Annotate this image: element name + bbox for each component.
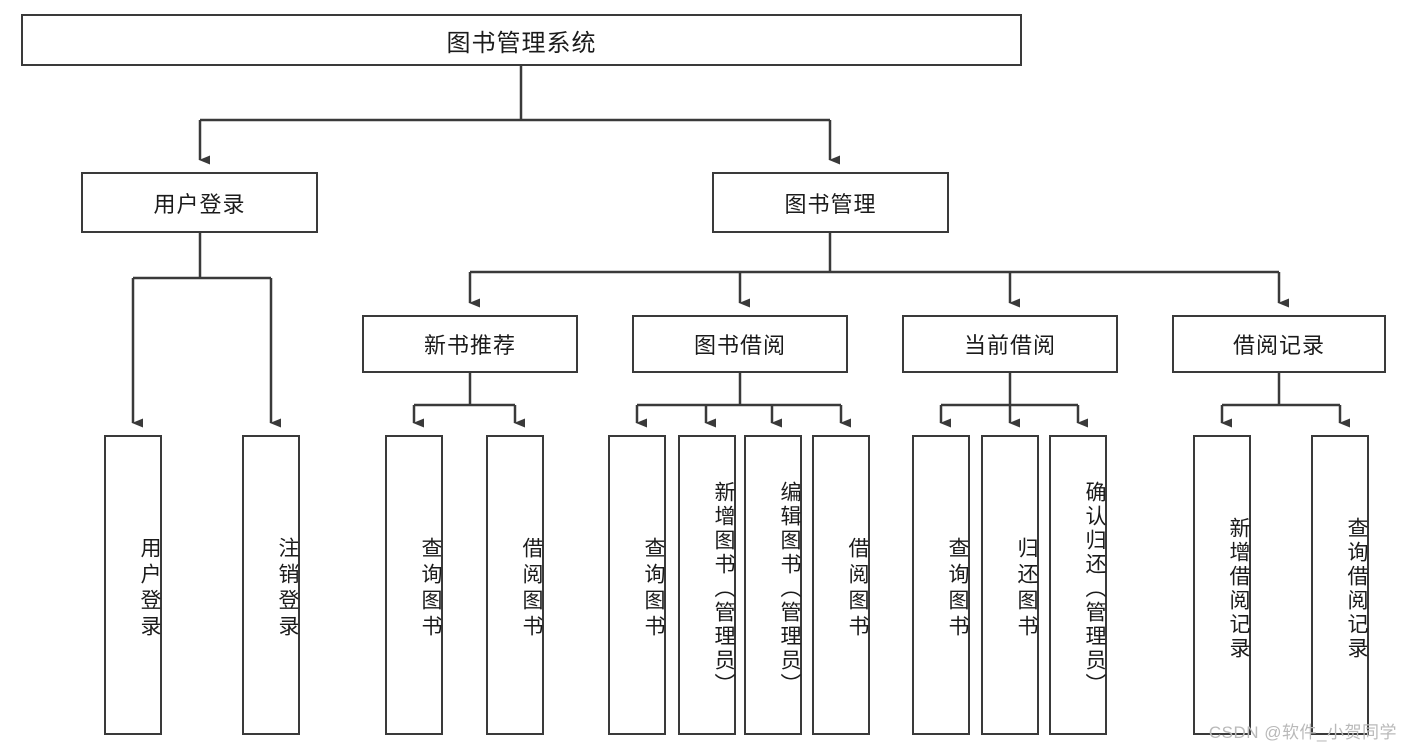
leaf-borrow-add-book-admin[interactable]: 新增图书（管理员） (678, 435, 736, 735)
leaf-current-confirm-return-admin[interactable]: 确认归还（管理员） (1049, 435, 1107, 735)
leaf-borrow-borrow-book[interactable]: 借阅图书 (812, 435, 870, 735)
node-borrow-record[interactable]: 借阅记录 (1172, 315, 1386, 373)
node-root-system[interactable]: 图书管理系统 (21, 14, 1022, 66)
node-user-login[interactable]: 用户登录 (81, 172, 318, 233)
leaf-user-login-logout[interactable]: 注销登录 (242, 435, 300, 735)
leaf-current-return-book[interactable]: 归还图书 (981, 435, 1039, 735)
leaf-borrow-query-book[interactable]: 查询图书 (608, 435, 666, 735)
leaf-user-login-login[interactable]: 用户登录 (104, 435, 162, 735)
node-new-book-recommend[interactable]: 新书推荐 (362, 315, 578, 373)
leaf-recommend-borrow-book[interactable]: 借阅图书 (486, 435, 544, 735)
leaf-recommend-query-book[interactable]: 查询图书 (385, 435, 443, 735)
leaf-borrow-edit-book-admin[interactable]: 编辑图书（管理员） (744, 435, 802, 735)
node-book-management[interactable]: 图书管理 (712, 172, 949, 233)
node-book-borrow[interactable]: 图书借阅 (632, 315, 848, 373)
leaf-current-query-book[interactable]: 查询图书 (912, 435, 970, 735)
watermark-text: CSDN @软件_小贺同学 (1208, 723, 1397, 742)
node-current-borrow[interactable]: 当前借阅 (902, 315, 1118, 373)
leaf-record-add-record[interactable]: 新增借阅记录 (1193, 435, 1251, 735)
leaf-record-query-record[interactable]: 查询借阅记录 (1311, 435, 1369, 735)
